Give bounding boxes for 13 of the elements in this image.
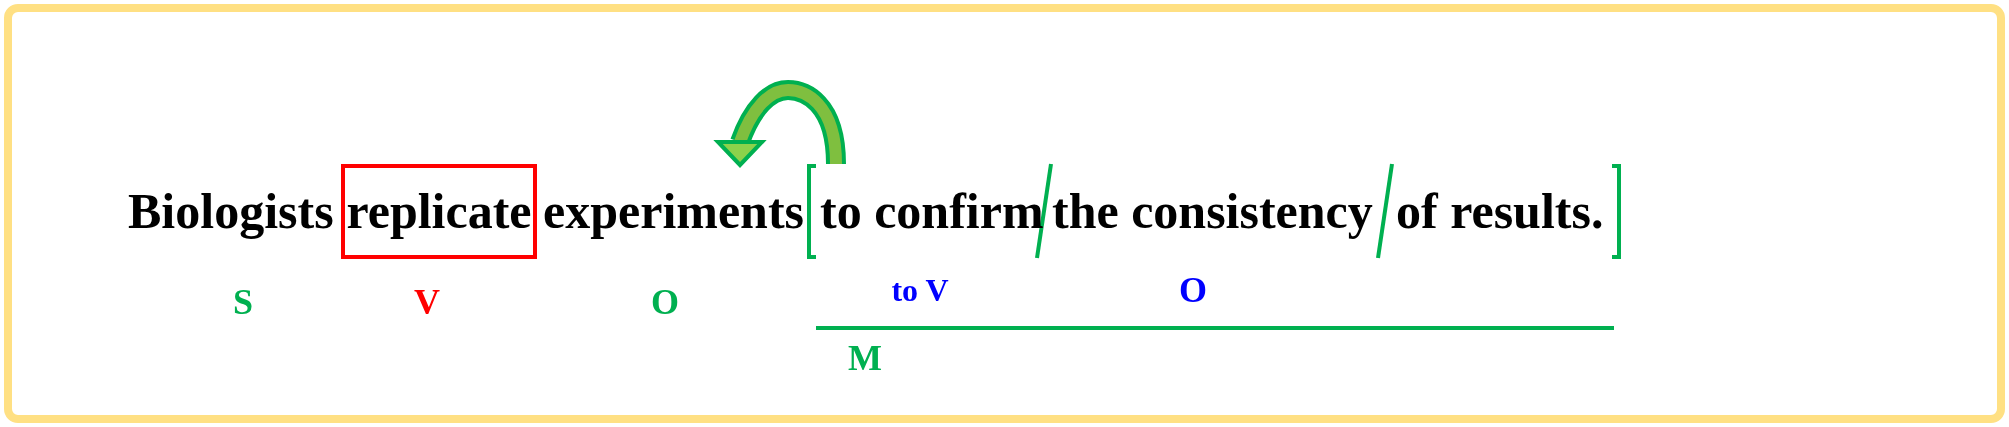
phrase-text: of results.	[1396, 182, 1604, 241]
grammar-label: O	[1179, 270, 1207, 310]
phrase-text: the consistency	[1052, 182, 1373, 241]
grammar-label: to V	[891, 271, 949, 310]
word-text: experiments	[543, 164, 805, 259]
curved-arrow	[713, 80, 846, 168]
grammar-label: V	[414, 282, 440, 322]
word-text: Biologists	[128, 182, 334, 241]
grammar-label: O	[651, 282, 679, 322]
phrase-text: to confirm	[820, 182, 1044, 241]
highlight-box: replicate	[341, 164, 537, 259]
grammar-label: S	[233, 282, 253, 322]
grammar-label: M	[848, 338, 882, 378]
